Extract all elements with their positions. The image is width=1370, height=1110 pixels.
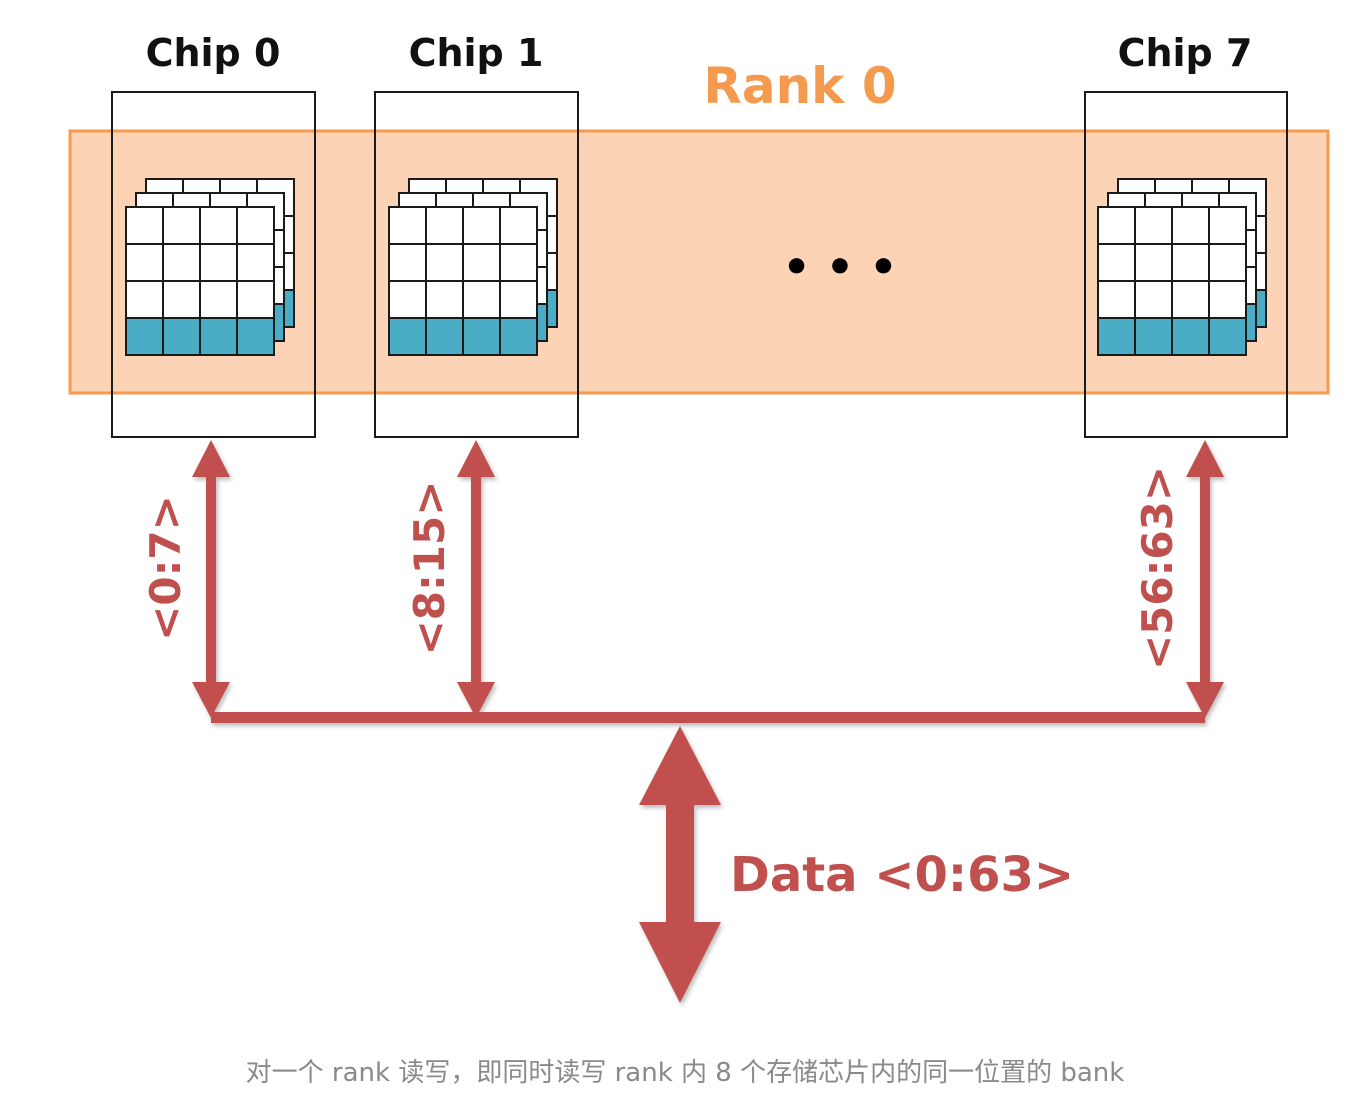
bank-cell: [162, 206, 201, 245]
bank-cell: [388, 280, 427, 319]
chip-0-label: Chip 0: [146, 31, 281, 75]
chip-7: Chip 7: [1084, 31, 1288, 438]
bank-cell-active: [425, 317, 464, 356]
ellipsis-text: • • •: [782, 242, 897, 293]
bank-cell-active: [1134, 317, 1173, 356]
bank-cell: [462, 280, 501, 319]
rank-label: Rank 0: [703, 57, 896, 115]
bank-cell: [1208, 243, 1247, 282]
bank-cell: [1208, 206, 1247, 245]
chip-1: Chip 1: [374, 31, 579, 438]
bank-cell: [425, 206, 464, 245]
lane-arrow-7: [1186, 440, 1224, 718]
chip-1-outline: [374, 91, 579, 438]
chip-0-bank-stack: [125, 178, 295, 356]
bank-cell-active: [1208, 317, 1247, 356]
bank-cell-active: [388, 317, 427, 356]
lane-arrow-0: [192, 440, 230, 718]
lane-arrow-1: [457, 440, 495, 718]
bank-layer: [1097, 206, 1247, 356]
figure-caption: 对一个 rank 读写，即同时读写 rank 内 8 个存储芯片内的同一位置的 …: [245, 1058, 1125, 1088]
chip-0-outline: [111, 91, 316, 438]
chip-1-bank-stack: [388, 178, 558, 356]
bank-cell: [162, 280, 201, 319]
lane-label-7: <56:63>: [1133, 466, 1182, 670]
bank-cell: [1097, 206, 1136, 245]
chip-0: Chip 0: [111, 31, 316, 438]
bank-cell: [199, 280, 238, 319]
bank-cell-active: [1171, 317, 1210, 356]
bank-cell: [1171, 280, 1210, 319]
data-bus-label: Data <0:63>: [730, 847, 1074, 903]
bank-cell-active: [462, 317, 501, 356]
bank-cell: [1171, 206, 1210, 245]
bank-layer: [388, 206, 538, 356]
bank-cell: [499, 243, 538, 282]
bank-cell: [162, 243, 201, 282]
bank-cell-active: [236, 317, 275, 356]
bank-cell: [1208, 280, 1247, 319]
bank-cell: [236, 243, 275, 282]
data-bus: [192, 440, 1224, 1003]
bank-cell: [236, 206, 275, 245]
chip-7-bank-stack: [1097, 178, 1267, 356]
bank-cell-active: [1097, 317, 1136, 356]
bank-cell-active: [499, 317, 538, 356]
bank-cell: [1171, 243, 1210, 282]
bus-line: [211, 712, 1205, 723]
bank-cell: [199, 243, 238, 282]
bank-cell: [1134, 206, 1173, 245]
bank-cell: [425, 280, 464, 319]
bank-cell: [425, 243, 464, 282]
bank-cell-active: [125, 317, 164, 356]
bank-cell: [462, 243, 501, 282]
bank-cell: [125, 206, 164, 245]
chip-7-outline: [1084, 91, 1288, 438]
bank-cell: [1097, 243, 1136, 282]
bank-cell: [499, 280, 538, 319]
lane-label-1: <8:15>: [405, 481, 454, 656]
bank-cell: [499, 206, 538, 245]
bank-cell: [125, 243, 164, 282]
bank-cell: [462, 206, 501, 245]
bank-cell: [236, 280, 275, 319]
bank-cell-active: [162, 317, 201, 356]
lane-label-0: <0:7>: [141, 495, 190, 641]
bank-cell: [388, 206, 427, 245]
bank-cell: [1097, 280, 1136, 319]
chip-1-label: Chip 1: [409, 31, 544, 75]
chip-7-label: Chip 7: [1118, 31, 1253, 75]
bank-layer: [125, 206, 275, 356]
bank-cell: [1134, 280, 1173, 319]
bank-cell: [125, 280, 164, 319]
bank-cell: [388, 243, 427, 282]
bank-cell: [1134, 243, 1173, 282]
bank-cell: [199, 206, 238, 245]
bank-cell-active: [199, 317, 238, 356]
data-bus-arrow: [639, 726, 721, 1003]
